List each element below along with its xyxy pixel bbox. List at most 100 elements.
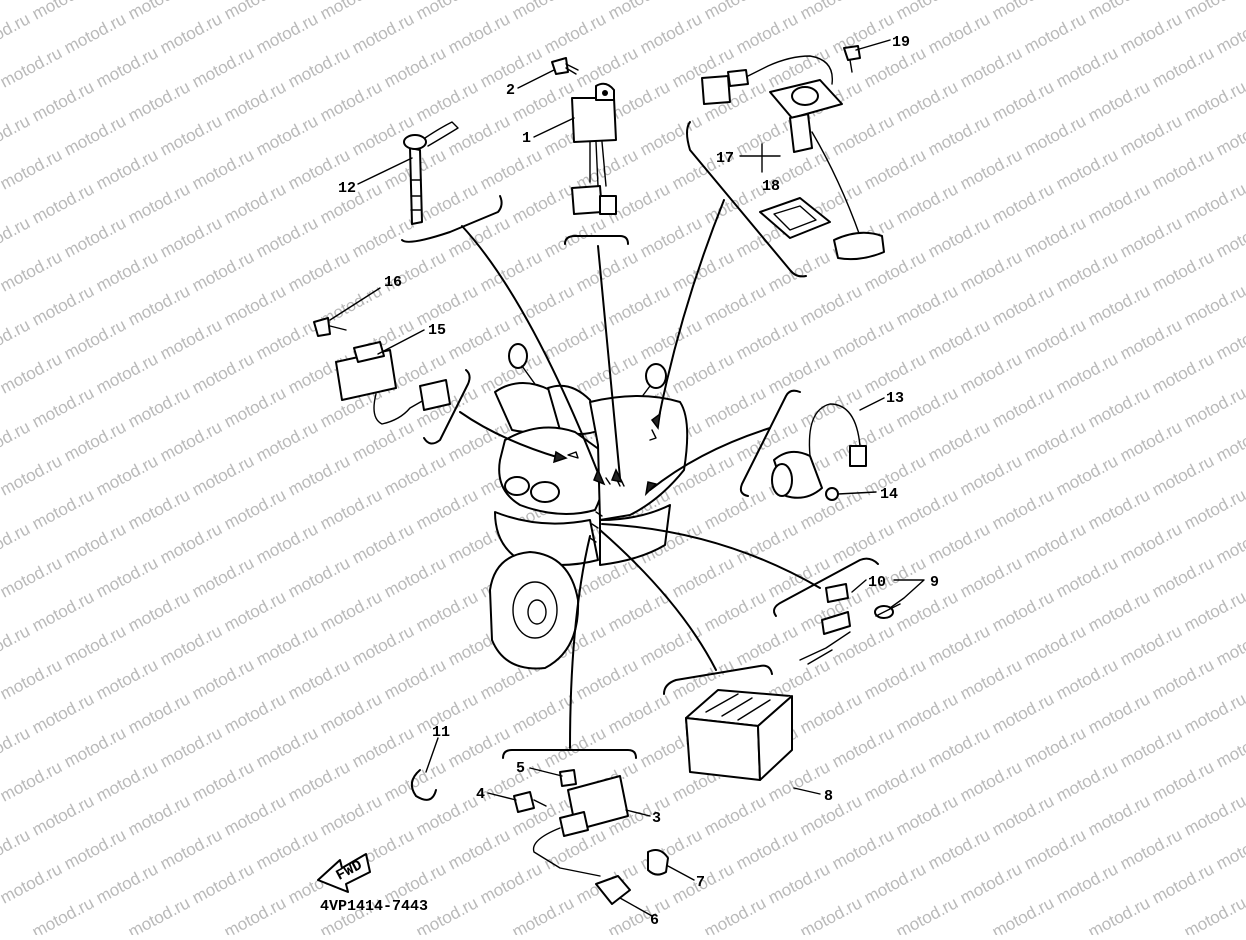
watermark-text: motod.ru (125, 0, 193, 24)
callout-13: 13 (886, 390, 904, 407)
watermark-text: motod.ru (989, 689, 1057, 737)
part-8-battery (685, 689, 793, 781)
watermark-text: motod.ru (0, 9, 33, 57)
watermark-text: motod.ru (29, 893, 97, 935)
watermark-text: motod.ru (0, 621, 33, 669)
watermark-text: motod.ru (1053, 43, 1121, 91)
part-14-nut (825, 487, 839, 501)
watermark-text: motod.ru (829, 723, 897, 771)
watermark-text: motod.ru (0, 247, 65, 295)
watermark-text: motod.ru (381, 553, 449, 601)
callout-18: 18 (762, 178, 780, 195)
watermark-text: motod.ru (29, 791, 97, 839)
watermark-text: motod.ru (925, 315, 993, 363)
watermark-text: motod.ru (445, 723, 513, 771)
watermark-text: motod.ru (637, 213, 705, 261)
callout-12: 12 (338, 180, 356, 197)
watermark-text: motod.ru (221, 893, 289, 935)
watermark-text: motod.ru (1181, 893, 1246, 935)
watermark-text: motod.ru (317, 0, 385, 24)
callout-5: 5 (516, 760, 525, 777)
watermark-text: motod.ru (221, 485, 289, 533)
callout-14: 14 (880, 486, 898, 503)
watermark-text: motod.ru (221, 689, 289, 737)
watermark-text: motod.ru (189, 247, 257, 295)
watermark-text: motod.ru (1213, 723, 1246, 771)
watermark-text: motod.ru (989, 179, 1057, 227)
front-wheel (489, 551, 580, 670)
watermark-text: motod.ru (701, 281, 769, 329)
watermark-text: motod.ru (413, 179, 481, 227)
watermark-text: motod.ru (957, 349, 1025, 397)
watermark-text: motod.ru (605, 689, 673, 737)
watermark-text: motod.ru (221, 77, 289, 125)
watermark-text: motod.ru (1021, 825, 1089, 873)
watermark-text: motod.ru (477, 145, 545, 193)
watermark-text: motod.ru (285, 43, 353, 91)
watermark-text: motod.ru (93, 757, 161, 805)
watermark-text: motod.ru (1085, 281, 1153, 329)
watermark-text: motod.ru (317, 587, 385, 635)
watermark-text: motod.ru (221, 179, 289, 227)
watermark-text: motod.ru (29, 689, 97, 737)
watermark-text: motod.ru (285, 451, 353, 499)
part-18-gasket (759, 197, 831, 239)
watermark-text: motod.ru (221, 587, 289, 635)
watermark-text: motod.ru (61, 213, 129, 261)
watermark-text: motod.ru (157, 519, 225, 567)
watermark-text: motod.ru (957, 247, 1025, 295)
watermark-text: motod.ru (253, 825, 321, 873)
watermark-text: motod.ru (93, 43, 161, 91)
watermark-text: motod.ru (957, 757, 1025, 805)
watermark-text: motod.ru (1117, 417, 1185, 465)
watermark-text: motod.ru (477, 247, 545, 295)
watermark-text: motod.ru (925, 723, 993, 771)
watermark-text: motod.ru (1117, 9, 1185, 57)
watermark-text: motod.ru (285, 553, 353, 601)
watermark-text: motod.ru (253, 213, 321, 261)
watermark-text: motod.ru (509, 689, 577, 737)
watermark-text: motod.ru (925, 213, 993, 261)
watermark-text: motod.ru (29, 281, 97, 329)
watermark-text: motod.ru (829, 825, 897, 873)
watermark-text: motod.ru (637, 315, 705, 363)
part-4-bolt (513, 791, 547, 813)
watermark-text: motod.ru (317, 77, 385, 125)
watermark-text: motod.ru (189, 145, 257, 193)
part-11-clip (410, 769, 437, 801)
watermark-text: motod.ru (957, 553, 1025, 601)
watermark-text: motod.ru (989, 0, 1057, 24)
watermark-text: motod.ru (957, 43, 1025, 91)
watermark-text: motod.ru (861, 757, 929, 805)
watermark-text: motod.ru (1181, 77, 1246, 125)
watermark-text: motod.ru (1053, 451, 1121, 499)
callout-2: 2 (506, 82, 515, 99)
watermark-text: motod.ru (637, 621, 705, 669)
watermark-text: motod.ru (1213, 315, 1246, 363)
watermark-text: motod.ru (1181, 179, 1246, 227)
watermark-text: motod.ru (189, 859, 257, 907)
watermark-text: motod.ru (1213, 825, 1246, 873)
watermark-text: motod.ru (701, 587, 769, 635)
watermark-text: motod.ru (1149, 349, 1217, 397)
watermark-text: motod.ru (1213, 9, 1246, 57)
watermark-text: motod.ru (1181, 383, 1246, 431)
watermark-text: motod.ru (1021, 621, 1089, 669)
watermark-text: motod.ru (1053, 655, 1121, 703)
watermark-text: motod.ru (893, 689, 961, 737)
watermark-text: motod.ru (1085, 689, 1153, 737)
watermark-text: motod.ru (61, 111, 129, 159)
watermark-text: motod.ru (861, 655, 929, 703)
watermark-text: motod.ru (221, 383, 289, 431)
watermark-text: motod.ru (509, 77, 577, 125)
watermark-text: motod.ru (1181, 485, 1246, 533)
watermark-text: motod.ru (605, 0, 673, 24)
callout-19: 19 (892, 34, 910, 51)
watermark-text: motod.ru (989, 791, 1057, 839)
watermark-text: motod.ru (1085, 893, 1153, 935)
callout-7: 7 (696, 874, 705, 891)
watermark-text: motod.ru (797, 281, 865, 329)
watermark-text: motod.ru (29, 179, 97, 227)
watermark-text: motod.ru (0, 383, 1, 431)
watermark-text: motod.ru (349, 621, 417, 669)
